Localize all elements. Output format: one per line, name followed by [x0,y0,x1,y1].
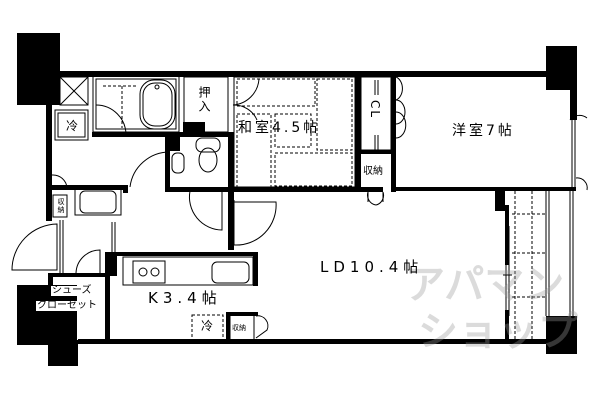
label-fridge: 冷 [66,119,79,133]
watermark: アパマン ショップ [405,262,578,355]
label-storage: 収納 [363,166,383,177]
structural-columns [17,33,577,366]
svg-text:ショップ: ショップ [418,309,578,355]
label-oshiire: 押入 [197,86,211,114]
label-fridge-kitchen: 冷 [201,319,214,333]
label-shoes-closet-line1: シューズ [51,285,93,296]
room-label-yoshitsu: 洋室7帖 [452,123,515,139]
label-shoes-closet-line2: クローゼット [36,300,98,311]
label-closet: CL [368,100,382,120]
label-storage-small-2: 収納 [232,324,246,332]
fixtures [11,75,588,344]
room-label-ld: LD10.4帖 [320,258,424,276]
room-label-washitsu: 和室4.5帖 [238,120,321,136]
label-storage-small-1: 収納 [57,198,65,214]
walls [46,71,577,344]
room-label-kitchen: K3.4帖 [148,289,222,307]
svg-text:アパマン: アパマン [405,262,564,308]
